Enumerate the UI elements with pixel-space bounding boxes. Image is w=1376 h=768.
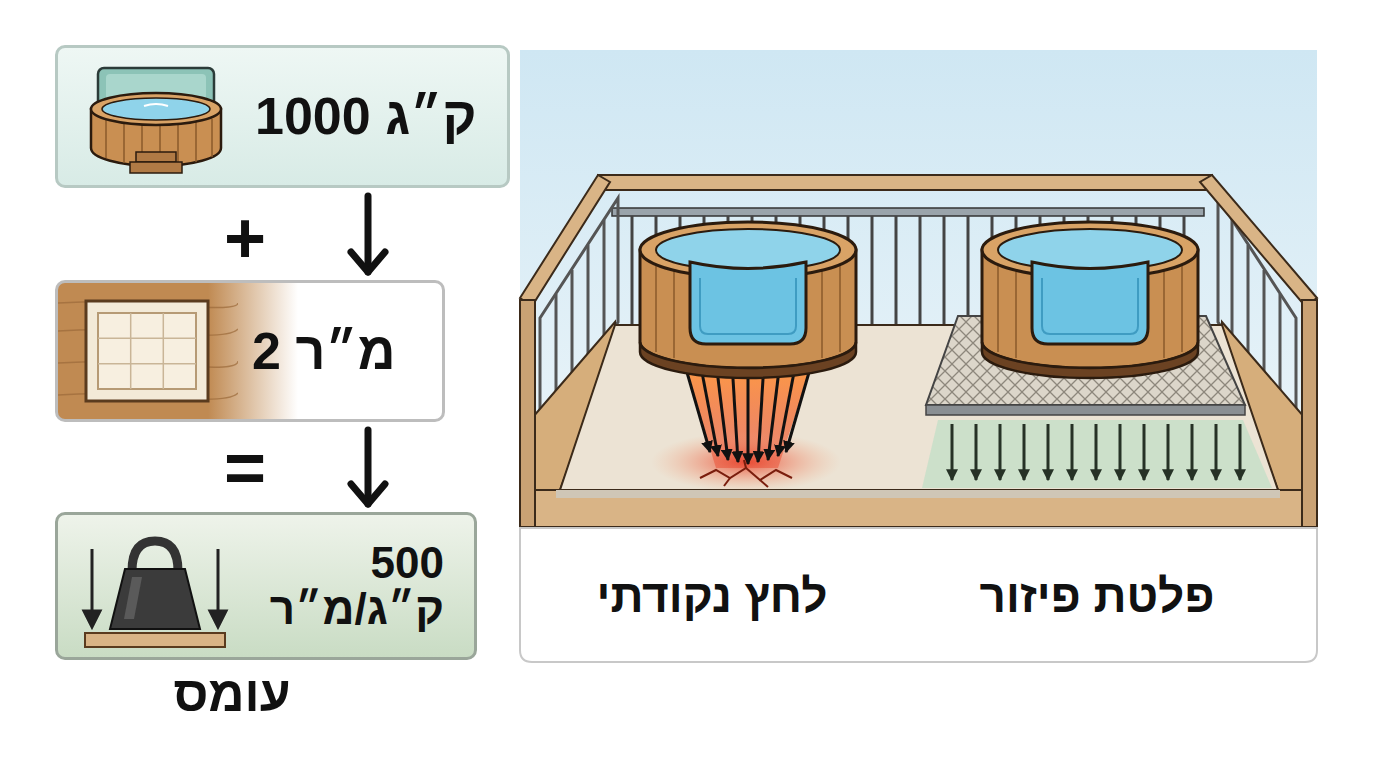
balcony-illustration: [895, 216, 898, 325]
arrow-shaft: [365, 196, 372, 272]
floor-tile-icon: [58, 283, 238, 421]
balcony-illustration: [631, 216, 634, 325]
text-holder: 2 מ״ר: [252, 324, 396, 379]
balcony-illustration: [1047, 424, 1050, 480]
weight-icon: [110, 569, 200, 629]
floor-tile-icon: [98, 363, 196, 365]
balcony-illustration: [744, 460, 746, 468]
balcony-illustration: [951, 424, 954, 480]
plus-sign-holder: +: [224, 197, 266, 279]
balcony-illustration: [1023, 424, 1026, 480]
hot-tub-icon: [105, 119, 107, 158]
balcony-illustration: [1167, 424, 1170, 480]
floor-tile-icon: [130, 313, 132, 389]
floor-tile-icon: [86, 301, 208, 401]
hot-tub-icon: [76, 64, 241, 179]
balcony-illustration: [1071, 424, 1074, 480]
arrow-head: [351, 484, 385, 504]
hot-tub-icon: [136, 152, 176, 162]
balcony-illustration: [520, 490, 1317, 527]
weight-icon: [85, 633, 225, 647]
weight-icon: [84, 611, 100, 627]
result-label: עומס: [173, 666, 290, 722]
box-text: 500 ק״ג/מ״ר: [254, 540, 444, 632]
balcony-illustration: [651, 432, 841, 492]
result-label-holder: עומס: [173, 665, 290, 723]
text-holder: 1000 ק״ג: [255, 89, 477, 144]
weight-icon: [91, 549, 94, 617]
balcony-illustration: [1200, 175, 1317, 306]
weight-box: 1000 ק״ג: [55, 45, 510, 188]
balcony-illustration: [982, 222, 1198, 378]
balcony-illustration: [598, 175, 1212, 190]
hot-tub-icon: [91, 93, 221, 125]
weight-icon: [210, 611, 226, 627]
balcony-illustration: [556, 490, 1280, 498]
balcony-illustration: [603, 220, 606, 344]
balcony-illustration: [640, 222, 856, 378]
balcony-illustration: [612, 208, 1204, 216]
weight-icon: [217, 549, 220, 617]
balcony-illustration: [871, 216, 874, 325]
flow-arrow: [351, 196, 385, 272]
equals-sign: =: [224, 427, 266, 507]
floor-tile-icon: [163, 313, 165, 389]
balcony-illustration: [700, 460, 792, 487]
plus-sign: +: [224, 198, 266, 278]
balcony-illustration: [919, 216, 922, 325]
hot-tub-icon: [177, 124, 179, 165]
illustration-caption-holder: פלטת פיזור: [980, 569, 1215, 623]
balcony-illustration: [1231, 220, 1234, 344]
weight-icon: [132, 541, 178, 571]
weight-icon: [124, 577, 142, 619]
illustration-caption: פלטת פיזור: [980, 570, 1215, 622]
balcony-illustration: [520, 50, 1317, 530]
area-box: 2 מ״ר: [55, 280, 445, 422]
floor-tile-icon: [98, 313, 196, 389]
balcony-illustration: [520, 300, 535, 527]
balcony-illustration: [587, 245, 590, 368]
balcony-illustration: [952, 424, 1240, 480]
balcony-illustration: [967, 216, 970, 325]
hot-tub-icon: [102, 98, 210, 120]
hot-tub-icon: [130, 162, 182, 173]
box-text: 2 מ״ר: [252, 324, 396, 379]
balcony-illustration: [1143, 424, 1146, 480]
balcony-illustration: [999, 424, 1002, 480]
balcony-illustration: [1095, 424, 1098, 480]
balcony-illustration: [922, 420, 1272, 488]
balcony-illustration: [943, 216, 946, 325]
balcony-illustration: [700, 468, 792, 480]
equals-sign-holder: =: [224, 426, 266, 508]
floor-tile-icon: [98, 338, 196, 340]
balcony-illustration: [926, 405, 1245, 415]
weight-icon: [70, 529, 240, 659]
hot-tub-icon: [144, 104, 168, 106]
balcony-illustration: [1119, 424, 1122, 480]
floor-tile-icon: [98, 313, 196, 389]
balcony-illustration: [1215, 424, 1218, 480]
balcony-illustration: [975, 424, 978, 480]
hot-tub-icon: [195, 122, 197, 162]
balcony-illustration: [520, 175, 610, 306]
arrow-shaft: [365, 430, 372, 504]
hot-tub-icon: [123, 122, 125, 163]
box-text: 1000 ק״ג: [255, 89, 477, 144]
balcony-illustration: [1191, 424, 1194, 480]
balcony-illustration: [1302, 300, 1317, 527]
hot-tub-icon: [211, 119, 213, 157]
illustration-caption: לחץ נקודתי: [597, 570, 828, 622]
arrow-head: [351, 252, 385, 272]
illustration-caption-holder: לחץ נקודתי: [597, 569, 828, 623]
balcony-illustration: [724, 478, 730, 486]
text-holder: 500 ק״ג/מ״ר: [254, 540, 444, 632]
load-box: 500 ק״ג/מ״ר: [55, 512, 477, 660]
balcony-illustration: [1239, 424, 1242, 480]
balcony-illustration: [760, 480, 768, 487]
flow-arrow: [351, 430, 385, 504]
balcony-illustration: [520, 528, 1317, 662]
